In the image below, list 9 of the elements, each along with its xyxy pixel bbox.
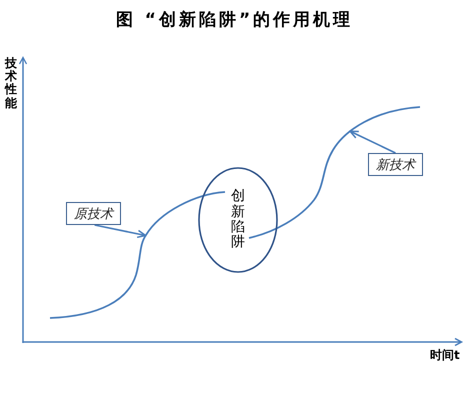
x-axis-label: 时间t xyxy=(430,347,460,364)
trap-label: 创新陷阱 xyxy=(231,189,245,251)
y-axis-label: 技术性能 xyxy=(5,57,17,110)
oval-outline xyxy=(198,167,278,273)
s-curve xyxy=(50,191,226,319)
diagram-title: 图 “创新陷阱”的作用机理 xyxy=(116,9,354,31)
arrow xyxy=(349,130,396,154)
s-curve xyxy=(248,106,420,239)
arrow xyxy=(94,224,146,238)
